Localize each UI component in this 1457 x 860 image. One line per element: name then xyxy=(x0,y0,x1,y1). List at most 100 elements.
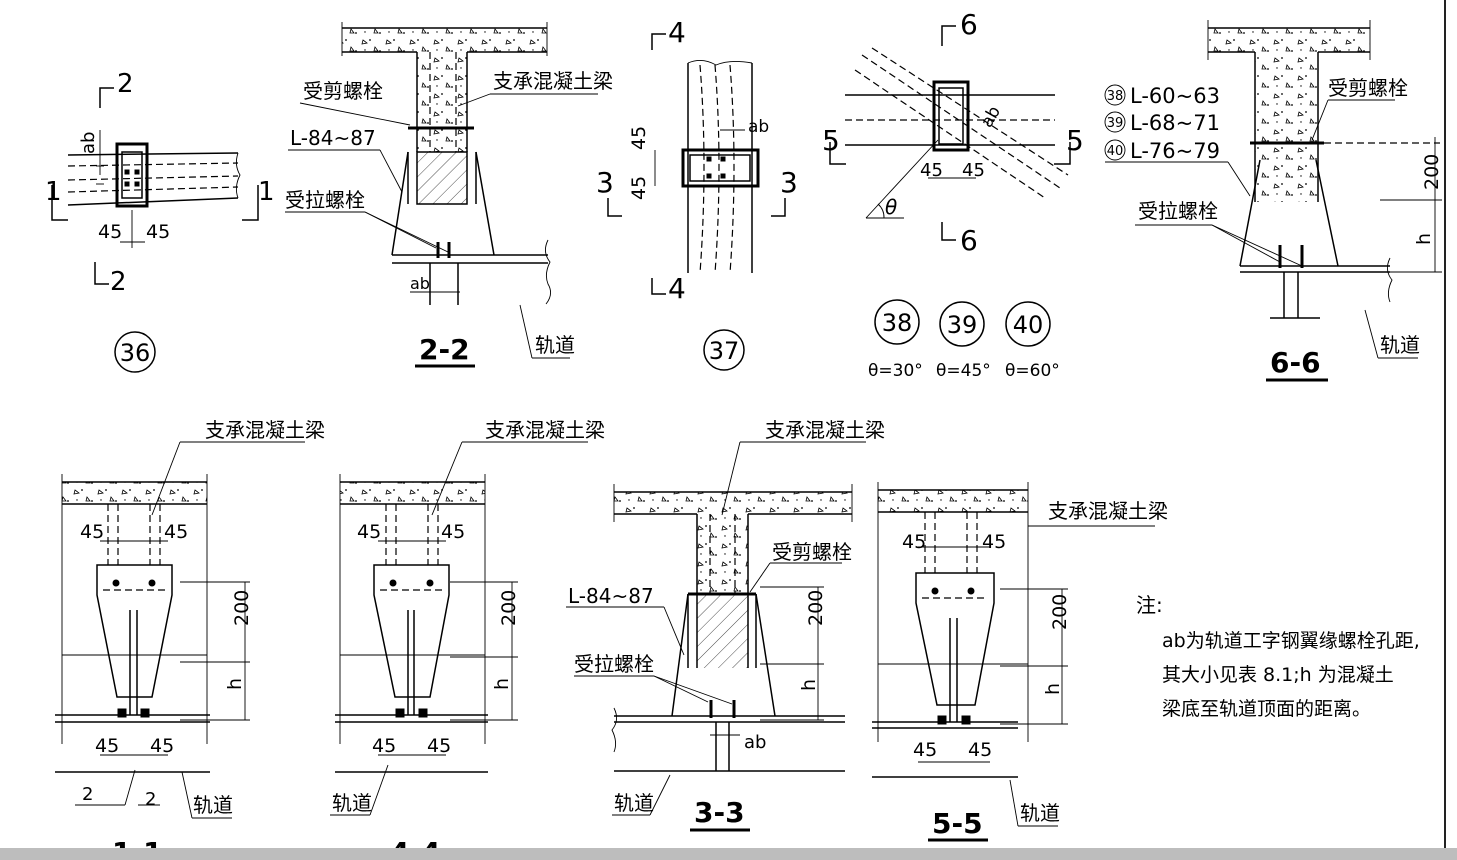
dim-45-left-38: 45 xyxy=(920,160,943,181)
detail-38-40-plan: θ 45 45 ab 5 5 6 6 38 39 40 θ=30° θ=45° … xyxy=(822,8,1084,381)
section-title-2-2: 2-2 xyxy=(419,333,470,366)
dim-45-bottom-37: 45 xyxy=(628,176,650,200)
section-mark-4-top: 4 xyxy=(668,16,686,49)
svg-text:L-68~71: L-68~71 xyxy=(1130,111,1220,135)
angle-label-22: L-84~87 xyxy=(290,126,376,150)
section-title-3-3: 3-3 xyxy=(694,796,745,829)
section-3-3: 200 h ab 支承混凝土梁 受剪螺栓 L-84~87 受拉螺栓 轨道 3-3 xyxy=(566,418,885,832)
detail-39-circle xyxy=(939,301,985,347)
detail-38-number: 38 xyxy=(882,309,913,337)
detail-37-plan: ab 45 45 3 3 4 4 37 xyxy=(596,16,798,371)
dim-ab-37: ab xyxy=(748,117,769,137)
dim-45-right: 45 xyxy=(146,221,170,243)
section-title-4-4: 4-4 xyxy=(390,836,441,848)
dim-ab-33: ab xyxy=(744,732,766,753)
rail-label-66: 轨道 xyxy=(1380,333,1420,357)
angle-ref-39: 39 L-68~71 xyxy=(1104,111,1220,135)
rail-label-44: 轨道 xyxy=(332,791,372,815)
section-2-2: ab 受剪螺栓 支承混凝土梁 L-84~87 受拉螺栓 轨道 2-2 xyxy=(285,22,613,368)
dim-45-bottom-left-44: 45 xyxy=(372,735,396,757)
section-title-6-6: 6-6 xyxy=(1270,346,1321,379)
dim-45-bottom-left-11: 45 xyxy=(95,735,119,757)
svg-text:L-60~63: L-60~63 xyxy=(1130,84,1220,108)
detail-37-circle xyxy=(703,329,745,371)
dim-45-top-right-11: 45 xyxy=(164,521,188,543)
section-mark-4-bottom: 4 xyxy=(668,272,686,305)
tension-bolt-label-22: 受拉螺栓 xyxy=(285,188,365,212)
dim-45-right-38: 45 xyxy=(962,160,985,181)
svg-text:40: 40 xyxy=(1107,144,1124,159)
dim-45-bottom-right-55: 45 xyxy=(968,739,992,761)
dim-h-33: h xyxy=(798,679,820,691)
section-1-1: 45 45 45 45 200 h 支承混凝土梁 2 2 轨道 1-1 xyxy=(55,418,325,848)
section-5-5: 45 45 45 45 200 h 支承混凝土梁 轨道 5-5 xyxy=(872,482,1168,842)
section-mark-6-top: 6 xyxy=(960,8,978,41)
detail-38-circle xyxy=(874,299,920,345)
detail-36-circle xyxy=(114,331,156,373)
dim-45-top-right-55: 45 xyxy=(982,531,1006,553)
detail-36-number: 36 xyxy=(120,339,151,367)
dim-200-11: 200 xyxy=(231,590,253,626)
dim-45-top-left-44: 45 xyxy=(357,521,381,543)
dim-45-top-37: 45 xyxy=(628,126,650,150)
note-line-1: ab为轨道工字钢翼缘螺栓孔距, xyxy=(1162,630,1420,652)
dim-2-left-11: 2 xyxy=(82,784,93,805)
dim-200-44: 200 xyxy=(498,590,520,626)
shear-bolt-label-66: 受剪螺栓 xyxy=(1328,76,1408,100)
section-mark-6-bottom: 6 xyxy=(960,224,978,257)
dim-ab-22: ab xyxy=(410,274,430,293)
section-mark-2-bottom: 2 xyxy=(110,267,127,297)
section-mark-5-right: 5 xyxy=(1066,124,1084,157)
support-beam-label-33: 支承混凝土梁 xyxy=(765,418,885,442)
detail-40-number: 40 xyxy=(1013,311,1044,339)
rail-label-55: 轨道 xyxy=(1020,801,1060,825)
section-mark-2-top: 2 xyxy=(117,69,134,99)
dim-h-11: h xyxy=(224,678,246,690)
dim-h-44: h xyxy=(491,678,513,690)
section-title-5-5: 5-5 xyxy=(932,807,983,840)
horizontal-scrollbar[interactable] xyxy=(0,848,1457,860)
dim-h-55: h xyxy=(1042,683,1064,695)
detail-39-number: 39 xyxy=(947,311,978,339)
support-beam-label-55: 支承混凝土梁 xyxy=(1048,499,1168,523)
dim-45-bottom-right-11: 45 xyxy=(150,735,174,757)
dim-45-top-left-11: 45 xyxy=(80,521,104,543)
section-mark-1-left: 1 xyxy=(45,177,62,207)
support-beam-label-22: 支承混凝土梁 xyxy=(493,69,613,93)
dim-2-right-11: 2 xyxy=(145,789,156,810)
dim-45-top-left-55: 45 xyxy=(902,531,926,553)
svg-text:39: 39 xyxy=(1107,116,1124,131)
svg-text:L-76~79: L-76~79 xyxy=(1130,139,1220,163)
theta-label: θ xyxy=(885,195,897,219)
drawing-sheet: ab 1 1 2 2 45 45 36 xyxy=(45,8,1443,848)
rail-label-33: 轨道 xyxy=(614,791,654,815)
section-mark-3-right: 3 xyxy=(780,166,798,199)
section-6-6: 200 h 38 L-60~63 39 L-68~71 40 L-76~79 受… xyxy=(1104,20,1443,382)
section-4-4: 45 45 45 45 200 h 支承混凝土梁 轨道 4-4 xyxy=(330,418,605,848)
viewer-right-edge xyxy=(1444,0,1457,848)
section-mark-1-right: 1 xyxy=(258,177,275,207)
dim-h-66: h xyxy=(1413,233,1435,245)
angle-38: θ=30° xyxy=(868,361,923,381)
shear-bolt-label-33: 受剪螺栓 xyxy=(772,540,852,564)
tension-bolt-label-66: 受拉螺栓 xyxy=(1138,199,1218,223)
angle-ref-40: 40 L-76~79 xyxy=(1104,139,1220,163)
svg-text:38: 38 xyxy=(1107,89,1124,104)
support-beam-label-44: 支承混凝土梁 xyxy=(485,418,605,442)
section-title-1-1: 1-1 xyxy=(112,836,163,848)
note-line-3: 梁底至轨道顶面的距离。 xyxy=(1162,698,1371,720)
rail-label-22: 轨道 xyxy=(535,333,575,357)
dim-45-bottom-right-44: 45 xyxy=(427,735,451,757)
angle-40: θ=60° xyxy=(1005,361,1060,381)
note-block: 注: ab为轨道工字钢翼缘螺栓孔距, 其大小见表 8.1;h 为混凝土 梁底至轨… xyxy=(1136,593,1420,720)
note-title: 注: xyxy=(1136,593,1163,617)
support-beam-label-11: 支承混凝土梁 xyxy=(205,418,325,442)
dim-ab-38: ab xyxy=(977,103,1005,131)
section-mark-3-left: 3 xyxy=(596,166,614,199)
angle-ref-38: 38 L-60~63 xyxy=(1104,84,1220,108)
detail-37-number: 37 xyxy=(709,337,740,365)
dim-45-left: 45 xyxy=(98,221,122,243)
dim-200-55: 200 xyxy=(1049,594,1071,630)
detail-36-plan: ab 1 1 2 2 45 45 36 xyxy=(45,69,275,373)
section-mark-5-left: 5 xyxy=(822,124,840,157)
